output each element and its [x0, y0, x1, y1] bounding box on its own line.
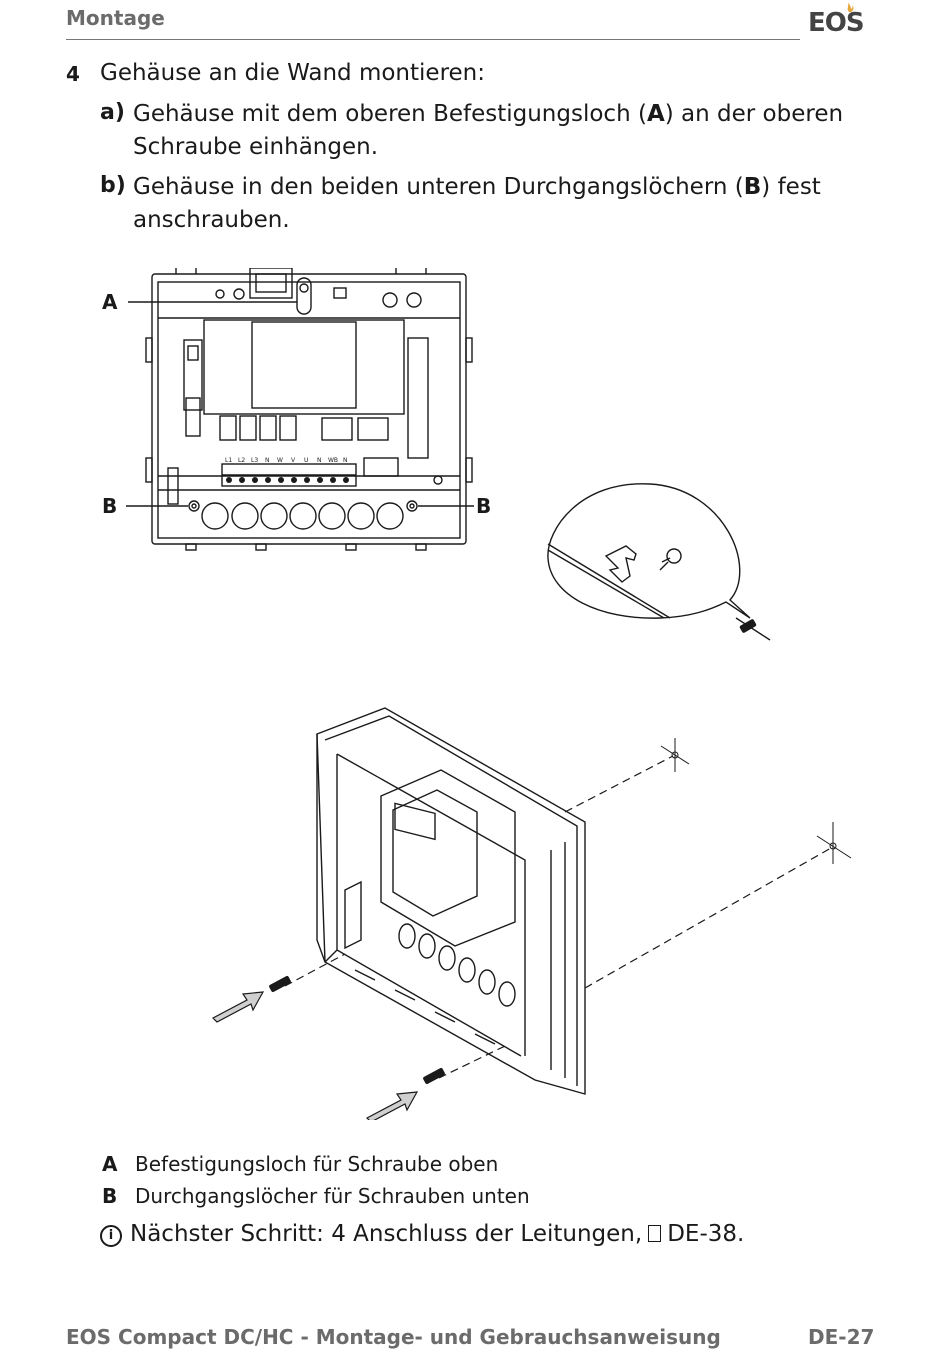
terminal-label: WB	[328, 457, 338, 464]
terminal-label: V	[291, 457, 296, 464]
header-divider	[66, 39, 800, 40]
terminal-label: L3	[251, 457, 258, 464]
document-icon	[648, 1225, 662, 1242]
substep-b-label: b)	[100, 173, 126, 198]
eos-logo: EOS	[806, 3, 870, 42]
substep-a-label: a)	[100, 100, 125, 125]
terminal-label: N	[343, 457, 348, 464]
eos-flame-icon	[847, 3, 854, 12]
terminal-label: N	[317, 457, 322, 464]
terminal-label: L1	[225, 457, 232, 464]
section-title: Montage	[66, 6, 165, 30]
terminal-label: W	[277, 457, 283, 464]
substep-a-line1: Gehäuse mit dem oberen Befestigungsloch …	[133, 101, 844, 127]
callout-a: A	[102, 290, 118, 314]
housing-front-view-diagram: L1 L2 L3 N W V U N WB N A B B	[102, 268, 491, 551]
callout-b-left: B	[102, 494, 117, 518]
housing-isometric-mounting-diagram	[212, 707, 852, 1120]
substep-b-line1: Gehäuse in den beiden unteren Durchgangs…	[133, 174, 821, 200]
logo-text: EOS	[808, 8, 865, 38]
terminal-label: U	[304, 457, 308, 464]
callout-b-right: B	[476, 494, 491, 518]
footer-title: EOS Compact DC/HC - Montage- und Gebrauc…	[66, 1325, 721, 1349]
terminal-label: N	[265, 457, 270, 464]
terminal-label: L2	[238, 457, 245, 464]
substep-b-line2: anschrauben.	[133, 207, 290, 233]
substep-a-line2: Schraube einhängen.	[133, 134, 379, 160]
page-reference-link[interactable]: DE-38.	[667, 1221, 745, 1247]
page-number: DE-27	[808, 1325, 875, 1349]
screw-detail-bubble	[547, 483, 771, 641]
step-number: 4	[66, 62, 80, 86]
step-title: Gehäuse an die Wand montieren:	[100, 60, 485, 86]
info-icon: i	[100, 1225, 122, 1247]
